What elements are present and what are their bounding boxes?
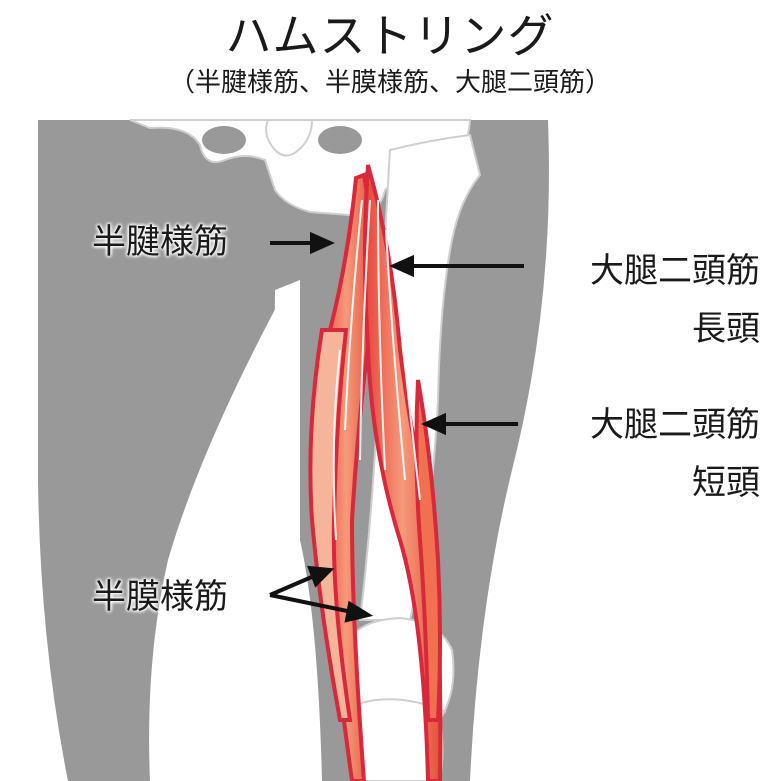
muscle-fibers <box>332 199 421 541</box>
page-title: ハムストリング <box>225 9 555 63</box>
semimembranosus-muscle <box>308 328 353 722</box>
leg-gap <box>270 280 300 781</box>
arrow-semimembranosus-1 <box>269 574 315 597</box>
pointer-arrows <box>269 231 524 623</box>
page-subtitle: （半腱様筋、半膜様筋、大腿二頭筋） <box>168 68 611 98</box>
obturator-foramen-left <box>202 126 246 154</box>
label-biceps-long-head-line1: 大腿二頭筋 <box>590 251 760 291</box>
label-semimembranosus: 半膜様筋 <box>92 577 228 617</box>
label-biceps-long-head: 大腿二頭筋 長頭 <box>590 250 760 350</box>
biceps-femoris-long-head-muscle <box>363 164 443 781</box>
label-biceps-short-head-line2: 短頭 <box>692 463 760 503</box>
sacrum-bone <box>265 119 314 157</box>
biceps-femoris-short-head-muscle <box>414 379 442 722</box>
label-biceps-short-head-line1: 大腿二頭筋 <box>590 405 760 445</box>
label-semitendinosus: 半腱様筋 <box>92 222 228 262</box>
label-biceps-long-head-line2: 長頭 <box>692 309 760 349</box>
arrow-semimembranosus-2 <box>269 593 353 614</box>
label-biceps-short-head: 大腿二頭筋 短頭 <box>590 404 760 504</box>
obturator-foramen-right <box>318 126 362 154</box>
